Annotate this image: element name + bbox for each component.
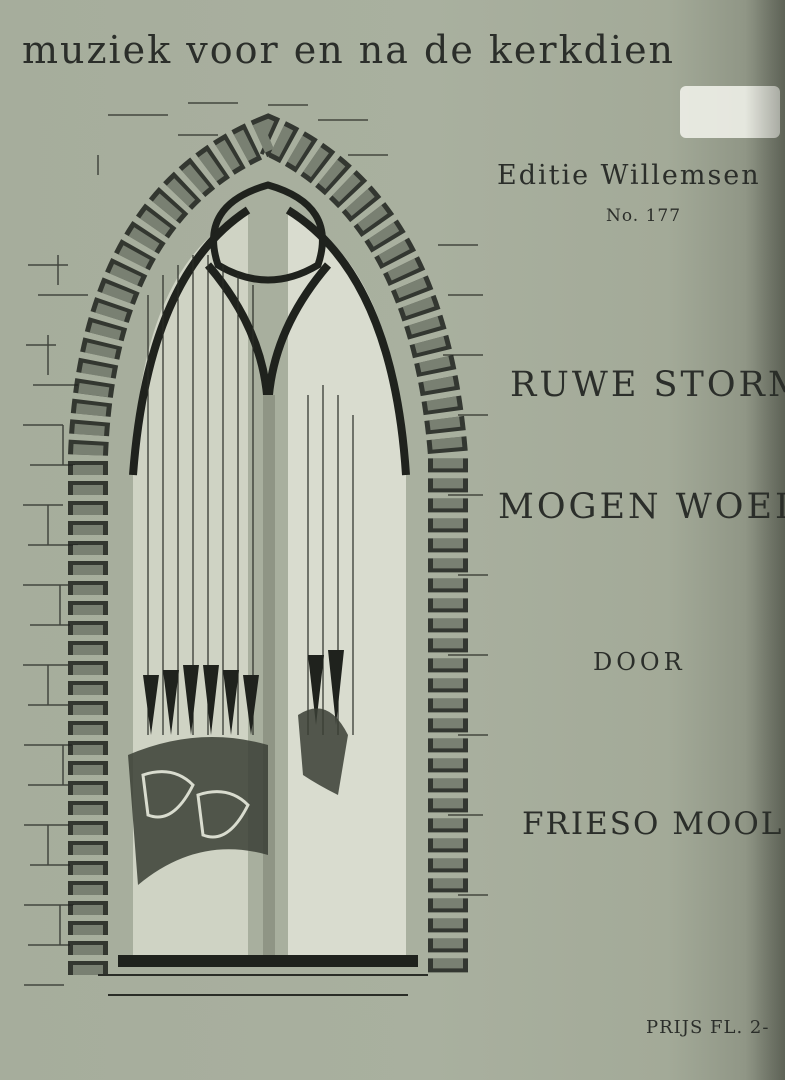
price-sticker bbox=[680, 86, 780, 138]
price-label: PRIJS FL. 2- bbox=[646, 1017, 770, 1038]
gothic-arch-window-with-organ-pipes-icon bbox=[23, 102, 488, 996]
organ-pipes-icon bbox=[147, 255, 354, 735]
by-label: DOOR bbox=[593, 648, 686, 676]
page-edge-shadow bbox=[745, 0, 785, 1080]
edition-label: Editie Willemsen bbox=[497, 160, 761, 191]
brick-wall-icon bbox=[23, 102, 488, 986]
edition-number: No. 177 bbox=[606, 206, 682, 226]
series-title: muziek voor en na de kerkdien bbox=[22, 28, 676, 72]
pipe-mouths-icon bbox=[143, 650, 344, 735]
title-line-2: MOGEN WOED bbox=[498, 487, 785, 527]
composer-name: FRIESO MOOLENA bbox=[522, 806, 785, 842]
title-line-1: RUWE STORM bbox=[510, 365, 785, 405]
